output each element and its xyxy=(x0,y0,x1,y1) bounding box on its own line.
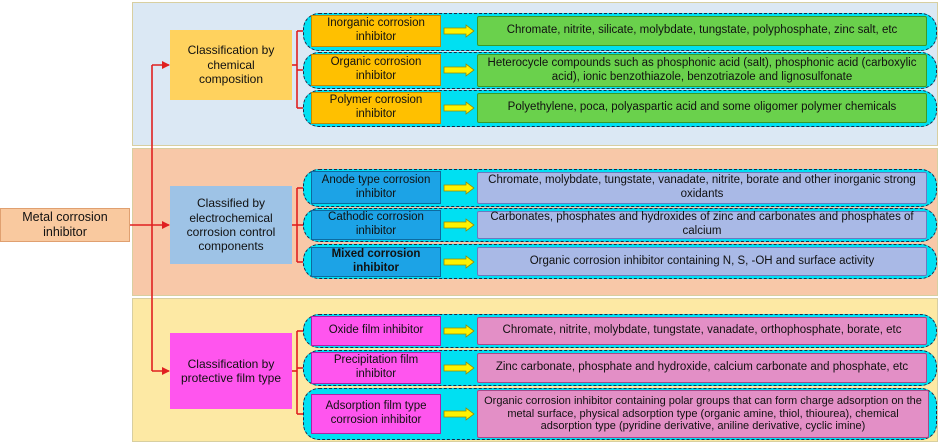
category-label: Classified by electrochemical corrosion … xyxy=(186,196,276,254)
desc-inorganic: Chromate, nitrite, silicate, molybdate, … xyxy=(477,16,927,46)
category-electrochemical: Classified by electrochemical corrosion … xyxy=(170,186,292,264)
sub-inorganic: Inorganic corrosion inhibitor xyxy=(311,15,441,47)
desc-precipitation: Zinc carbonate, phosphate and hydroxide,… xyxy=(477,353,927,383)
desc-text: Chromate, nitrite, silicate, molybdate, … xyxy=(506,24,898,37)
sub-label: Polymer corrosion inhibitor xyxy=(329,94,423,120)
desc-polymer: Polyethylene, poca, polyaspartic acid an… xyxy=(477,93,927,123)
sub-label: Inorganic corrosion inhibitor xyxy=(327,17,425,43)
category-protective-film: Classification by protective film type xyxy=(170,333,292,409)
sub-label: Mixed corrosion inhibitor xyxy=(331,248,421,274)
desc-anode: Chromate, molybdate, tungstate, vanadate… xyxy=(477,172,927,204)
sub-precipitation: Precipitation film inhibitor xyxy=(311,352,441,384)
category-label: Classification by chemical composition xyxy=(187,43,275,87)
desc-text: Chromate, molybdate, tungstate, vanadate… xyxy=(488,174,916,200)
sub-label: Organic corrosion inhibitor xyxy=(330,56,422,82)
desc-organic: Heterocycle compounds such as phosphonic… xyxy=(477,54,927,87)
desc-mixed: Organic corrosion inhibitor containing N… xyxy=(477,247,927,276)
sub-oxide: Oxide film inhibitor xyxy=(311,316,441,346)
sub-label: Precipitation film inhibitor xyxy=(333,354,419,380)
desc-adsorption: Organic corrosion inhibitor containing p… xyxy=(477,390,929,438)
root-node: Metal corrosion inhibitor xyxy=(0,208,130,242)
desc-text: Organic corrosion inhibitor containing N… xyxy=(529,254,875,267)
sub-organic: Organic corrosion inhibitor xyxy=(311,54,441,86)
sub-label: Oxide film inhibitor xyxy=(328,324,424,337)
category-chemical-composition: Classification by chemical composition xyxy=(170,30,292,100)
desc-text: Organic corrosion inhibitor containing p… xyxy=(484,394,922,433)
desc-cathodic: Carbonates, phosphates and hydroxides of… xyxy=(477,211,927,239)
sub-cathodic: Cathodic corrosion inhibitor xyxy=(311,210,441,240)
sub-label: Cathodic corrosion inhibitor xyxy=(328,211,424,237)
sub-anode: Anode type corrosion inhibitor xyxy=(311,171,441,204)
category-label: Classification by protective film type xyxy=(180,356,282,385)
sub-label: Anode type corrosion inhibitor xyxy=(321,173,431,200)
sub-polymer: Polymer corrosion inhibitor xyxy=(311,92,441,124)
root-label: Metal corrosion inhibitor xyxy=(22,210,108,239)
desc-text: Chromate, nitrite, molybdate, tungstate,… xyxy=(502,324,902,337)
desc-text: Heterocycle compounds such as phosphonic… xyxy=(487,56,917,83)
sub-mixed: Mixed corrosion inhibitor xyxy=(311,247,441,277)
sub-adsorption: Adsorption film type corrosion inhibitor xyxy=(311,394,441,434)
desc-text: Carbonates, phosphates and hydroxides of… xyxy=(490,211,914,237)
desc-oxide: Chromate, nitrite, molybdate, tungstate,… xyxy=(477,317,927,345)
desc-text: Zinc carbonate, phosphate and hydroxide,… xyxy=(495,361,909,374)
sub-label: Adsorption film type corrosion inhibitor xyxy=(325,400,427,426)
desc-text: Polyethylene, poca, polyaspartic acid an… xyxy=(507,101,897,114)
